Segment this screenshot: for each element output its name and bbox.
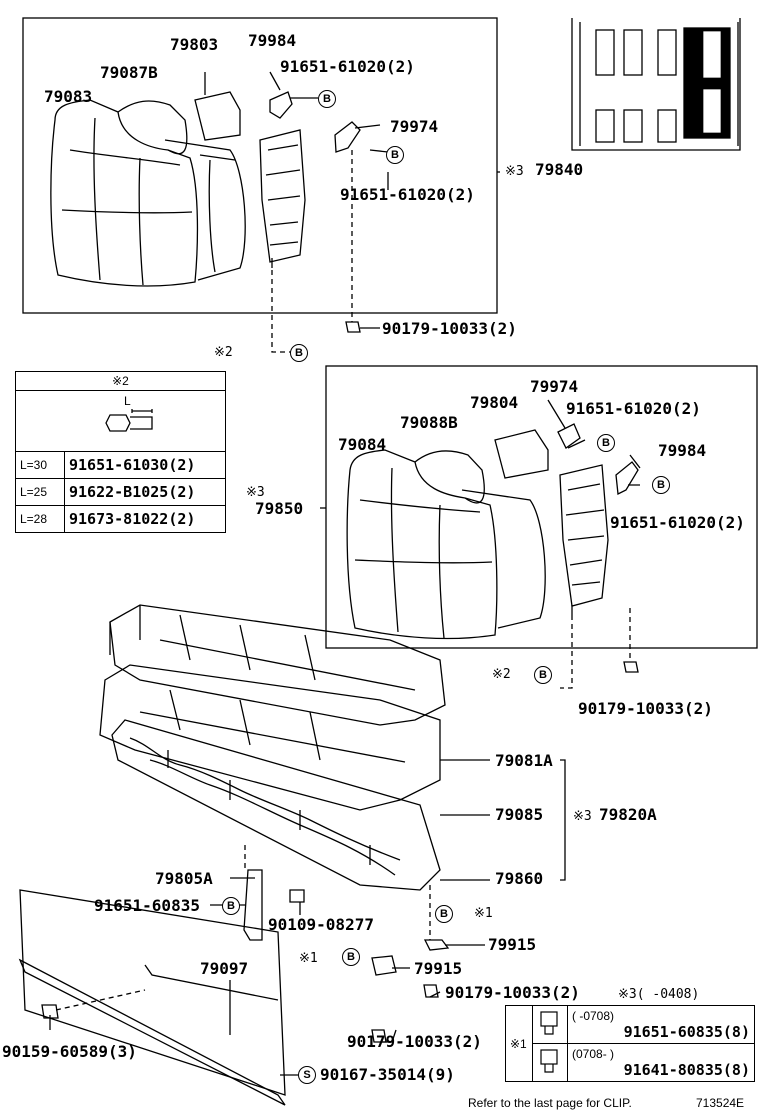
connector-b-circle: B: [534, 666, 552, 684]
callout-91651-61020-c: 91651-61020(2): [566, 399, 701, 418]
bolt-icon: [105, 409, 153, 432]
note2-mark-a: ※2: [214, 345, 233, 360]
callout-91651-61020-b: 91651-61020(2): [340, 185, 475, 204]
note3-range: ※3( -0408): [618, 987, 700, 1002]
note3-mark-79850: ※3: [246, 485, 265, 500]
callout-90159-60589: 90159-60589(3): [2, 1042, 137, 1061]
callout-79803: 79803: [170, 35, 219, 54]
clip-icon: [540, 1048, 558, 1073]
part-number-cell: 91651-61030(2): [64, 451, 226, 479]
connector-b-circle: B: [597, 434, 615, 452]
callout-79840: 79840: [535, 160, 584, 179]
callout-79984-mid: 79984: [658, 441, 707, 460]
callout-90179-10033-b: 90179-10033(2): [578, 699, 713, 718]
callout-79084: 79084: [338, 435, 387, 454]
callout-90167-35014: 90167-35014(9): [320, 1065, 455, 1084]
part-number: 91641-80835(8): [623, 1060, 750, 1079]
note2-mark-b: ※2: [492, 667, 511, 682]
seat-cushion-assembly: [99, 604, 446, 891]
callout-79088B: 79088B: [400, 413, 458, 432]
part-number: 91651-60835(8): [623, 1022, 750, 1041]
lower-hardware: [18, 321, 639, 1106]
clip-icon: [540, 1010, 558, 1035]
callout-79974-top: 79974: [390, 117, 439, 136]
callout-79860: 79860: [495, 869, 544, 888]
clip-icon-cell: [532, 1005, 568, 1044]
screw-s-circle: S: [298, 1066, 316, 1084]
leader-lines: [49, 71, 641, 1076]
dimension-label: L: [124, 394, 131, 408]
bolt-illustration-cell: L: [15, 390, 226, 452]
connector-b-circle: B: [652, 476, 670, 494]
clip-icon-cell: [532, 1043, 568, 1082]
note1-mark-b: ※1: [299, 951, 318, 966]
callout-79805A: 79805A: [155, 869, 213, 888]
callout-90179-10033-c: 90179-10033(2): [445, 983, 580, 1002]
seatback-frame-lower: [494, 423, 639, 615]
length-cell: L=28: [15, 505, 65, 533]
illustration-code: 713524E: [696, 1096, 745, 1110]
callout-79984: 79984: [248, 31, 297, 50]
seatback-cushion-lower: [346, 449, 546, 640]
callout-90109-08277: 90109-08277: [268, 915, 374, 934]
note1-mark-a: ※1: [474, 906, 493, 921]
callout-79097: 79097: [200, 959, 249, 978]
connector-b-circle: B: [342, 948, 360, 966]
callout-91651-61020-a: 91651-61020(2): [280, 57, 415, 76]
connector-b-circle: B: [290, 344, 308, 362]
footer-clip-note: Refer to the last page for CLIP.: [468, 1096, 632, 1110]
seatback-frame-upper: [194, 91, 361, 268]
seatback-cushion-upper: [50, 99, 246, 287]
group-box-79850: [325, 365, 758, 649]
callout-79081A: 79081A: [495, 751, 553, 770]
connector-b-circle: B: [222, 897, 240, 915]
note2-table-header: ※2: [15, 371, 226, 391]
vehicle-layout-thumbnail: [571, 18, 741, 151]
note1-table-mark: ※1: [505, 1005, 533, 1082]
callout-79820A: 79820A: [599, 805, 657, 824]
callout-91651-60835: 91651-60835: [94, 896, 200, 915]
length-cell: L=30: [15, 451, 65, 479]
callout-79850: 79850: [255, 499, 304, 518]
part-number-cell: 91622-B1025(2): [64, 478, 226, 506]
callout-91651-61020-d: 91651-61020(2): [610, 513, 745, 532]
group-box-79840: [22, 17, 498, 314]
connector-b-circle: B: [435, 905, 453, 923]
note1-reference-table: ※1 ( -0708) 91651-60835(8) (0708- ) 91641-…: [505, 1005, 755, 1082]
callout-79915-a: 79915: [488, 935, 537, 954]
callout-79083: 79083: [44, 87, 93, 106]
callout-79085: 79085: [495, 805, 544, 824]
connector-b-circle: B: [386, 146, 404, 164]
part-number-cell: 91673-81022(2): [64, 505, 226, 533]
length-cell: L=25: [15, 478, 65, 506]
note3-mark-79840: ※3: [505, 164, 524, 179]
note3-mark-79820A: ※3: [573, 809, 592, 824]
callout-79087B: 79087B: [100, 63, 158, 82]
range-text: (0708- ): [572, 1046, 615, 1061]
callout-79804: 79804: [470, 393, 519, 412]
callout-79915-b: 79915: [414, 959, 463, 978]
connector-b-circle: B: [318, 90, 336, 108]
callout-79974-mid: 79974: [530, 377, 579, 396]
range-text: ( -0708): [572, 1008, 615, 1023]
callout-90179-10033-d: 90179-10033(2): [347, 1032, 482, 1051]
callout-90179-10033-a: 90179-10033(2): [382, 319, 517, 338]
